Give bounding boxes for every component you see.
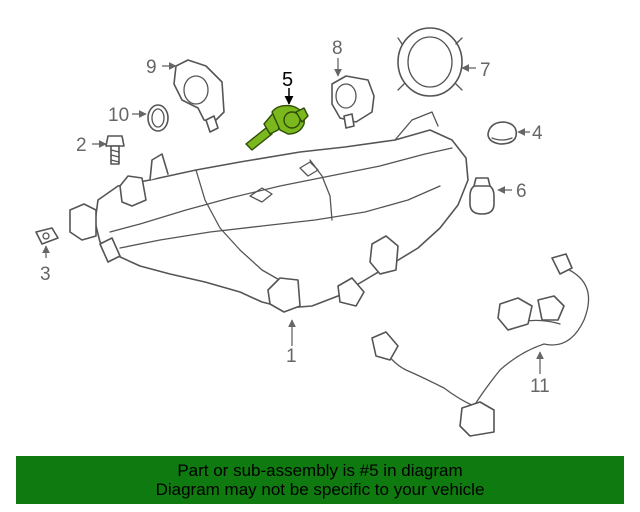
banner-line-part: Part or sub-assembly is #5 in diagram bbox=[177, 461, 463, 480]
callout-number: 4 bbox=[532, 123, 543, 144]
callout-10: 10 bbox=[108, 105, 147, 126]
callout-7: 7 bbox=[461, 60, 491, 81]
wiring-harness[interactable] bbox=[371, 253, 590, 437]
clip-nut[interactable] bbox=[35, 227, 59, 245]
bulb-socket[interactable] bbox=[331, 75, 375, 129]
wedge-bulb[interactable] bbox=[469, 177, 495, 215]
cap[interactable] bbox=[487, 121, 518, 145]
callout-11: 11 bbox=[530, 351, 550, 397]
callout-9: 9 bbox=[146, 57, 177, 78]
callout-number: 11 bbox=[530, 376, 550, 397]
banner-line-disclaimer: Diagram may not be specific to your vehi… bbox=[155, 480, 485, 499]
callout-5: 5 bbox=[282, 69, 294, 105]
callout-3: 3 bbox=[40, 245, 51, 285]
bulb-highlighted[interactable] bbox=[245, 104, 309, 151]
callout-2: 2 bbox=[76, 135, 107, 156]
bolt[interactable] bbox=[105, 135, 125, 165]
callout-number: 9 bbox=[146, 57, 157, 78]
leveling-actuator[interactable] bbox=[173, 59, 225, 133]
callout-number: 5 bbox=[282, 69, 293, 91]
callout-1: 1 bbox=[286, 319, 297, 367]
callout-number: 10 bbox=[108, 105, 129, 126]
o-ring[interactable] bbox=[147, 104, 169, 132]
callout-number: 6 bbox=[516, 181, 527, 202]
info-banner: Part or sub-assembly is #5 in diagram Di… bbox=[16, 456, 624, 504]
socket-ring[interactable] bbox=[397, 27, 463, 97]
callout-8: 8 bbox=[332, 38, 343, 77]
callout-number: 8 bbox=[332, 38, 343, 59]
callout-6: 6 bbox=[497, 181, 527, 202]
callout-number: 3 bbox=[40, 264, 51, 285]
headlamp-assembly[interactable] bbox=[69, 111, 469, 313]
callout-number: 7 bbox=[480, 60, 491, 81]
callout-number: 2 bbox=[76, 135, 87, 156]
parts-diagram: 1 2 3 4 5 6 7 8 9 10 11 bbox=[35, 27, 590, 437]
callout-number: 1 bbox=[286, 346, 297, 367]
callout-4: 4 bbox=[517, 123, 543, 144]
